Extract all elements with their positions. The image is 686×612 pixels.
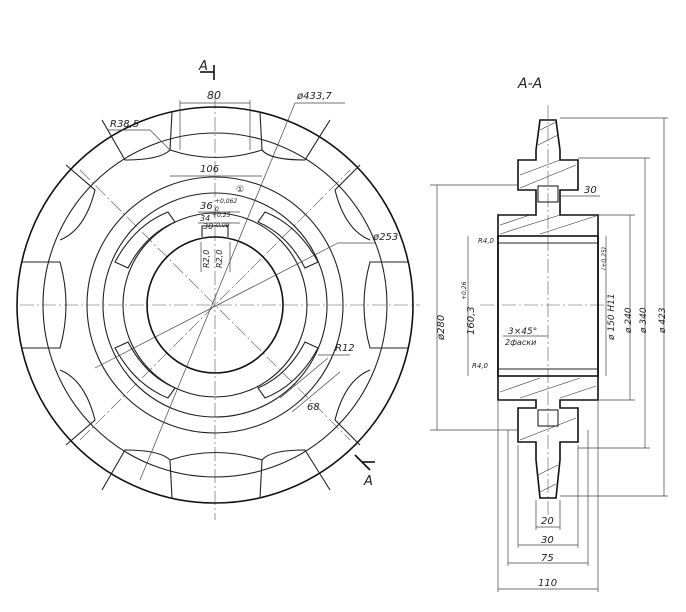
dim-68: 68 bbox=[307, 402, 320, 413]
dim-r4-bot: R4,0 bbox=[472, 362, 489, 370]
dim-keyway-34-tol: +0,25 bbox=[212, 212, 231, 219]
dim-d160: 160,3 bbox=[466, 306, 477, 335]
front-diagonal-axis-1 bbox=[79, 169, 351, 441]
dim-keyway-34: 34 bbox=[200, 214, 210, 223]
hub-circle-253 bbox=[86, 176, 344, 434]
section-mark-bottom: A bbox=[354, 454, 375, 489]
dim-d160-tol: +0,26 bbox=[461, 281, 468, 300]
dim-d340: ø 340 bbox=[639, 307, 649, 334]
section-bore bbox=[497, 235, 599, 377]
section-hatching bbox=[499, 121, 597, 493]
dim-106: 106 bbox=[200, 164, 219, 175]
keyway bbox=[201, 225, 229, 237]
keyway-circle-mark: ① bbox=[236, 185, 244, 195]
dim-w30: 30 bbox=[541, 535, 554, 546]
section-title: A-A bbox=[517, 76, 542, 92]
dim-r-small-2: R2,0 bbox=[215, 250, 224, 268]
hub-circle-inner bbox=[102, 192, 328, 418]
dim-d423: ø 423 bbox=[658, 307, 668, 334]
tooth-gaps bbox=[22, 111, 408, 499]
dim-80: 80 bbox=[207, 89, 221, 102]
dim-keyway-36-tol2: 0 bbox=[215, 206, 219, 213]
front-view: 80 106 R38,5 ø433,7 36 +0,062 0 ① 34 +0,… bbox=[16, 59, 420, 520]
hub-circle-slot bbox=[122, 212, 308, 398]
dim-30-top: 30 bbox=[584, 185, 597, 196]
section-mark-top: A bbox=[198, 59, 215, 80]
section-body-outline bbox=[497, 119, 599, 499]
dim-chamfer: 3×45° bbox=[508, 327, 537, 337]
dim-keyway-36: 36 bbox=[200, 201, 213, 212]
dim-keyway-30: 30 bbox=[203, 222, 213, 231]
dim-d150: ø 150 H11 bbox=[607, 293, 617, 341]
dim-r12: R12 bbox=[335, 343, 355, 354]
dim-dia-253: ø253 bbox=[372, 232, 398, 243]
dim-keyway-36-tol: +0,062 bbox=[215, 198, 237, 205]
bore-circle bbox=[146, 236, 284, 374]
dim-r4-top: R4,0 bbox=[478, 237, 495, 245]
dim-w75: 75 bbox=[541, 553, 554, 564]
front-diagonal-axis-2 bbox=[79, 169, 351, 441]
section-view: A-A bbox=[430, 76, 668, 592]
root-circle bbox=[42, 132, 388, 478]
dim-w110: 110 bbox=[538, 578, 557, 589]
dim-d280: ø280 bbox=[436, 315, 447, 341]
dim-dia-433: ø433,7 bbox=[296, 91, 332, 102]
dim-w20: 20 bbox=[541, 516, 554, 527]
dim-d240: ø 240 bbox=[624, 307, 634, 334]
dim-chamfer-note: 2фаски bbox=[505, 338, 536, 347]
dim-r-small-1: R2,0 bbox=[202, 250, 211, 268]
dim-d150-tol: (+0,25) bbox=[601, 247, 608, 270]
arc-slots bbox=[114, 211, 319, 399]
svg-text:A: A bbox=[198, 59, 208, 74]
outer-circle bbox=[16, 106, 414, 504]
dim-keyway-30-tol: -0,09 bbox=[214, 222, 230, 229]
dim-r38: R38,5 bbox=[110, 119, 139, 130]
svg-text:A: A bbox=[363, 474, 373, 489]
